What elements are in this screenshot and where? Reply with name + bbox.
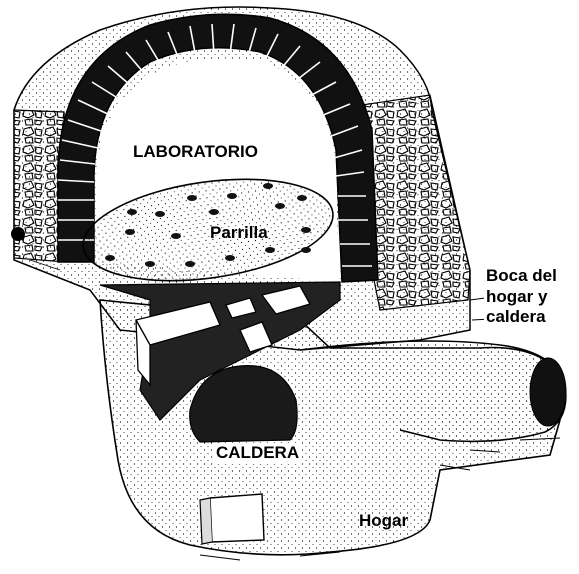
furnace-mouth-opening <box>530 358 566 426</box>
label-boca-line-2: hogar y <box>486 287 578 308</box>
label-laboratorio: LABORATORIO <box>131 142 260 163</box>
label-parrilla: Parrilla <box>210 223 268 244</box>
bottom-door <box>210 494 264 542</box>
label-boca-del-hogar: Boca del hogar y caldera <box>484 266 579 328</box>
label-boca-line-3: caldera <box>486 307 578 328</box>
wall-peg-hole <box>11 227 25 241</box>
label-caldera: CALDERA <box>214 443 301 464</box>
label-hogar: Hogar <box>359 511 408 532</box>
label-boca-line-1: Boca del <box>486 266 578 287</box>
